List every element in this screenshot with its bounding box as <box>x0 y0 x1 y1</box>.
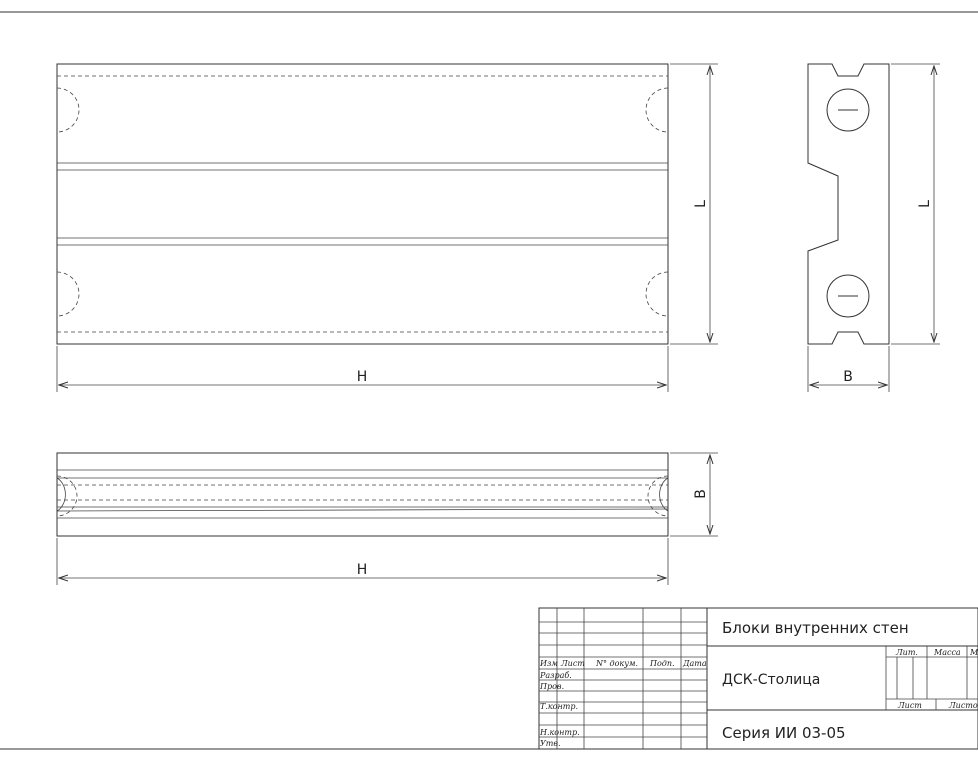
front-dimension-l: L <box>670 63 718 345</box>
dimension-label-l: L <box>917 200 933 208</box>
front-hidden-hole <box>645 271 669 317</box>
title-block: Изм Лист N° докум. Подп. Дата Разраб. Пр… <box>538 607 978 750</box>
plan-view-outline <box>56 452 669 537</box>
side-view <box>807 63 890 345</box>
side-dimension-b: B <box>807 346 890 392</box>
dimension-label-h: H <box>357 369 368 385</box>
front-view-outline <box>56 63 669 345</box>
dimension-label-l: L <box>693 200 709 208</box>
lit-label: Лит. <box>895 648 918 657</box>
drawing-title: Блоки внутренних стен <box>722 619 909 637</box>
series-name: Серия ИИ 03-05 <box>722 724 846 742</box>
front-view <box>56 63 669 345</box>
plan-hidden-hole <box>647 475 669 517</box>
role-developed: Разраб. <box>539 671 572 680</box>
sheets-label: Листов <box>948 701 978 710</box>
dimension-label-h: H <box>357 562 368 578</box>
side-hole <box>826 274 870 318</box>
plan-hidden-hole <box>56 475 78 517</box>
role-tech-control: Т.контр. <box>540 702 578 711</box>
dimension-label-b: B <box>693 489 709 499</box>
plan-dimension-b: B <box>670 452 718 537</box>
header-date: Дата <box>682 659 707 668</box>
role-norm-control: Н.контр. <box>539 728 580 737</box>
role-checked: Пров. <box>539 682 564 691</box>
plan-dimension-h: H <box>56 538 669 585</box>
header-sign: Подп. <box>649 659 675 668</box>
role-approved: Утв. <box>540 739 561 748</box>
dimension-label-b: B <box>843 369 853 385</box>
front-hidden-hole <box>56 87 80 133</box>
side-hole <box>826 88 870 132</box>
header-doc: N° докум. <box>595 659 638 668</box>
header-list: Лист <box>560 659 585 668</box>
front-hidden-hole <box>645 87 669 133</box>
side-view-outline <box>807 63 890 345</box>
scale-label: М <box>969 648 978 657</box>
header-izm: Изм <box>539 659 558 668</box>
sheet-label: Лист <box>897 701 922 710</box>
front-dimension-h: H <box>56 346 669 392</box>
plan-view <box>56 452 669 537</box>
front-hidden-hole <box>56 271 80 317</box>
mass-label: Масса <box>933 648 961 657</box>
side-dimension-l: L <box>891 63 940 345</box>
organization-name: ДСК-Столица <box>722 672 820 688</box>
